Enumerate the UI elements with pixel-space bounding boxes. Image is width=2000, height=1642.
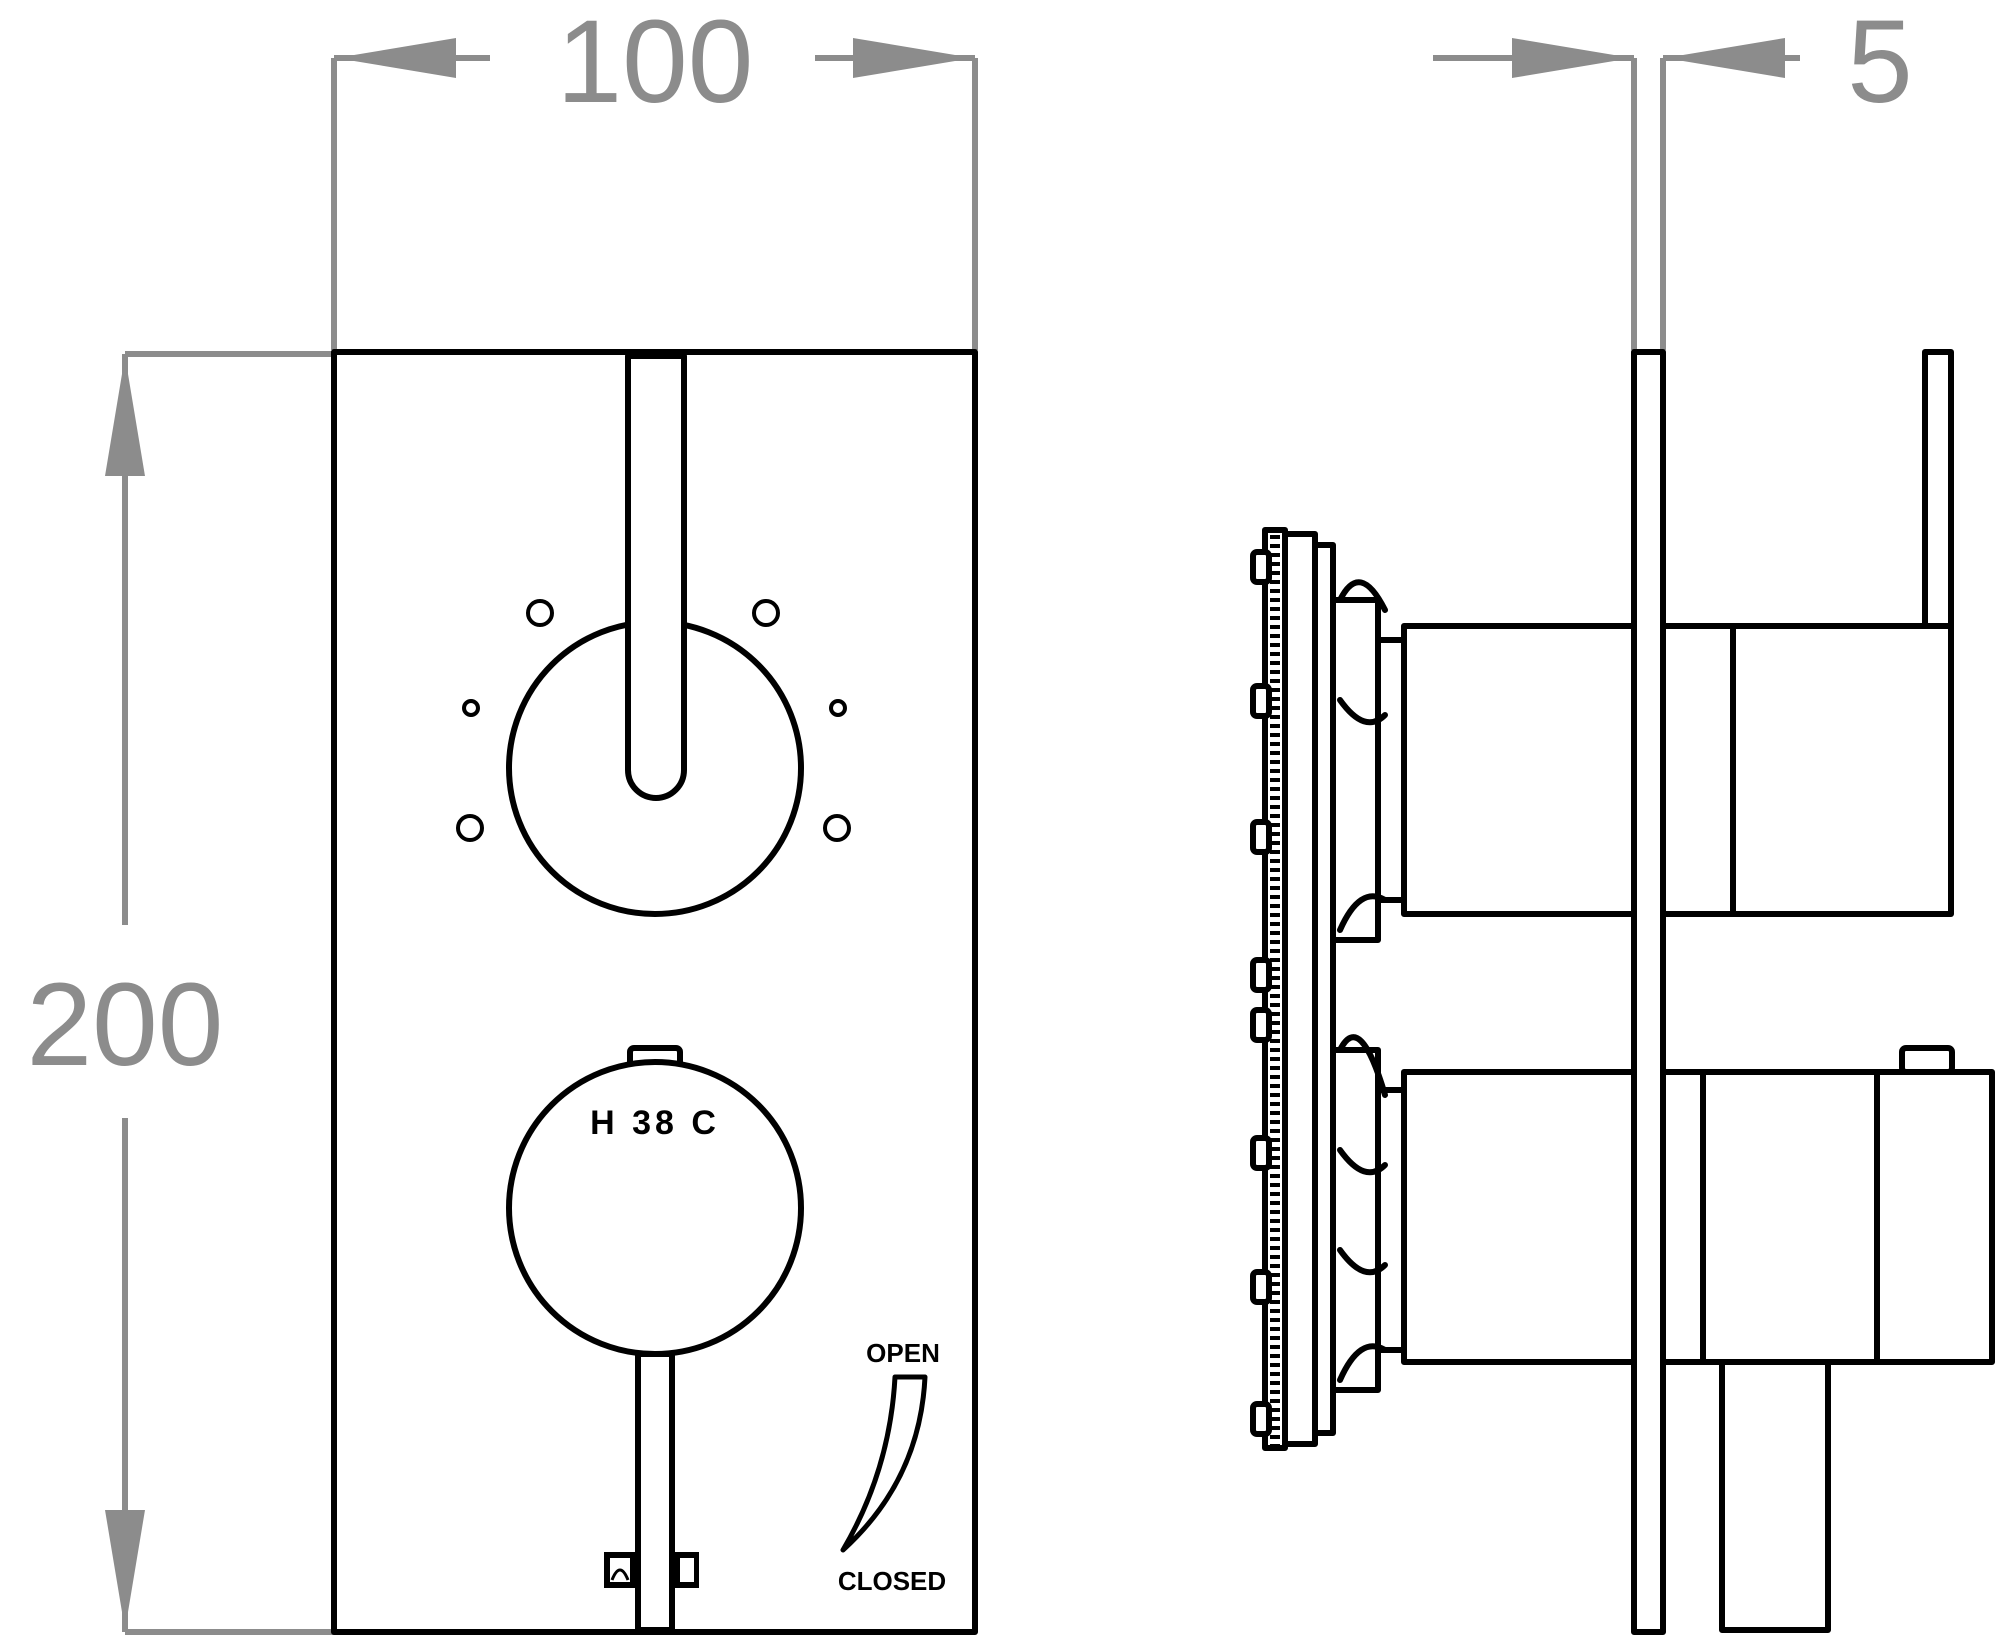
side-view [1250, 349, 1995, 1635]
height-label: 200 [27, 959, 224, 1091]
position-dot-bottom-left [456, 814, 484, 842]
flow-open-label: OPEN [866, 1338, 940, 1368]
thermostat-lever [635, 1351, 675, 1633]
bolt-2 [1250, 683, 1272, 719]
bolt-8 [1250, 1401, 1272, 1437]
bolt-5 [1250, 1007, 1272, 1043]
arrow-left-width [336, 38, 456, 78]
lower-handle-cap [1874, 1069, 1995, 1365]
upper-mid-clip [1337, 697, 1388, 726]
back-flange [1312, 542, 1336, 1436]
back-rail-inner [1282, 531, 1318, 1447]
lower-bracket [1337, 1034, 1388, 1098]
upper-bracket [1337, 579, 1388, 613]
arrow-up-height [105, 356, 145, 476]
position-dot-mid-right [829, 699, 847, 717]
brand-logo-icon [604, 1552, 699, 1588]
front-view: H 38 C OPEN CLOSED [331, 349, 978, 1635]
arrow-down-height [105, 1510, 145, 1630]
upper-handle-hub [1660, 623, 1736, 917]
upper-lever-side [1922, 349, 1954, 629]
lower-handle-hub [1660, 1069, 1706, 1365]
position-dot-bottom-right [823, 814, 851, 842]
position-dot-top-right [752, 599, 780, 627]
depth-label: 5 [1847, 0, 1913, 128]
upper-handle-body [1730, 623, 1954, 917]
lower-mid-clip [1337, 1147, 1388, 1176]
bolt-7 [1250, 1269, 1272, 1305]
open-closed-indicator-icon [840, 1374, 928, 1553]
lower-stop-button-side [1899, 1045, 1955, 1075]
dimension-height: 200 [27, 351, 334, 1635]
mounting-bolts [1250, 549, 1272, 1437]
upper-cartridge [1330, 597, 1381, 943]
position-dot-top-left [526, 599, 554, 627]
flow-closed-label: CLOSED [838, 1566, 946, 1596]
bolt-4 [1250, 957, 1272, 993]
upper-valve-sleeve [1401, 623, 1637, 917]
upper-cartridge-collar [1375, 637, 1407, 903]
bolt-3 [1250, 819, 1272, 855]
arrow-left-depth [1665, 38, 1785, 78]
lower-handle-body [1700, 1069, 1880, 1365]
arrow-right-width [853, 38, 973, 78]
valve-cartridge-back [1262, 527, 1407, 1451]
flow-control-lever [625, 353, 687, 801]
upper-bracket-lower [1337, 893, 1388, 933]
dimension-depth: 5 [1433, 0, 1913, 350]
position-dot-mid-left [462, 699, 480, 717]
width-label: 100 [557, 0, 754, 128]
lower-bracket-lower [1337, 1343, 1388, 1383]
bolt-1 [1250, 549, 1272, 585]
dimension-width: 100 [331, 0, 978, 350]
lower-lever-side [1719, 1359, 1831, 1633]
thermostat-markings: H 38 C [590, 1104, 720, 1142]
lower-cartridge [1330, 1047, 1381, 1393]
lower-mid-clip-2 [1337, 1247, 1388, 1276]
bolt-6 [1250, 1135, 1272, 1171]
lower-cartridge-collar [1375, 1087, 1407, 1353]
lower-valve-sleeve [1401, 1069, 1637, 1365]
arrow-right-depth [1512, 38, 1632, 78]
side-faceplate [1631, 349, 1666, 1635]
